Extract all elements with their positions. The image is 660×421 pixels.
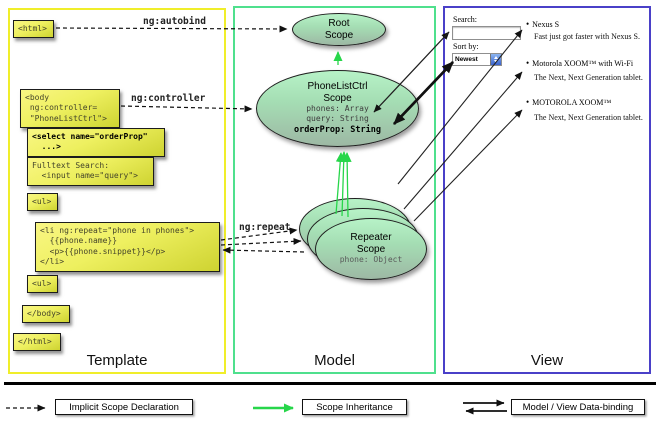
code-box-body-close: </body> [22, 305, 70, 324]
code-box-body-open: <body ng:controller= "PhoneListCtrl"> [20, 89, 120, 129]
code-box-html-open: <html> [13, 20, 54, 39]
root-scope-ellipse: Root Scope [292, 13, 386, 46]
list-item-title: •Motorola XOOM™ with Wi-Fi [526, 58, 634, 68]
legend-double-arrow-icon [463, 399, 507, 415]
phonelistctrl-scope-title: PhoneListCtrl Scope [307, 81, 368, 104]
repeater-scope-title: Repeater Scope [350, 232, 392, 255]
root-scope-title: Root Scope [324, 18, 354, 41]
code-box-ul-close: <ul> [27, 275, 58, 294]
sort-select-value: Newest [455, 56, 478, 63]
ng-autobind-label: ng:autobind [143, 16, 206, 27]
list-item-desc: Fast just got faster with Nexus S. [534, 32, 640, 41]
list-item-desc: The Next, Next Generation tablet. [534, 113, 643, 122]
repeater-prop-phone: phone: Object [339, 255, 403, 265]
view-panel-label: View [530, 352, 564, 369]
model-panel-label: Model [314, 352, 355, 369]
code-box-html-close: </html> [13, 333, 61, 352]
code-box-fulltext-search: Fulltext Search: <input name="query"> [27, 157, 154, 186]
select-stepper-icon [490, 54, 501, 65]
phonelistctrl-prop-phones: phones: Array [306, 104, 369, 114]
list-item-title: •MOTOROLA XOOM™ [526, 97, 612, 107]
phonelistctrl-prop-query: query: String [306, 114, 369, 124]
ng-controller-label: ng:controller [131, 93, 206, 104]
search-label: Search: [453, 15, 477, 24]
bullet-icon: • [526, 97, 530, 107]
ng-repeat-label: ng:repeat [239, 222, 291, 233]
legend-data-binding-box: Model / View Data-binding [511, 399, 645, 415]
code-box-select-orderprop: <select name="orderProp" ...> [27, 128, 165, 157]
model-panel: Model [233, 6, 436, 374]
phonelistctrl-prop-orderprop: orderProp: String [294, 124, 381, 135]
list-item-title: •Nexus S [526, 19, 560, 29]
phonelistctrl-scope-ellipse: PhoneListCtrl Scope phones: Array query:… [256, 70, 419, 147]
search-input[interactable] [452, 26, 521, 40]
code-box-ul-open: <ul> [27, 193, 58, 212]
list-item-desc: The Next, Next Generation tablet. [534, 73, 643, 82]
bullet-icon: • [526, 58, 530, 68]
legend-implicit-scope-box: Implicit Scope Declaration [55, 399, 193, 415]
repeater-scope-ellipse-front: Repeater Scope phone: Object [315, 218, 427, 280]
template-panel-label: Template [86, 352, 148, 369]
code-box-li-repeat: <li ng:repeat="phone in phones"> {{phone… [35, 222, 220, 272]
sort-select[interactable]: Newest [452, 53, 502, 66]
legend-scope-inheritance-box: Scope Inheritance [302, 399, 407, 415]
bullet-icon: • [526, 19, 530, 29]
sort-by-label: Sort by: [453, 42, 479, 51]
legend-separator [4, 382, 656, 385]
